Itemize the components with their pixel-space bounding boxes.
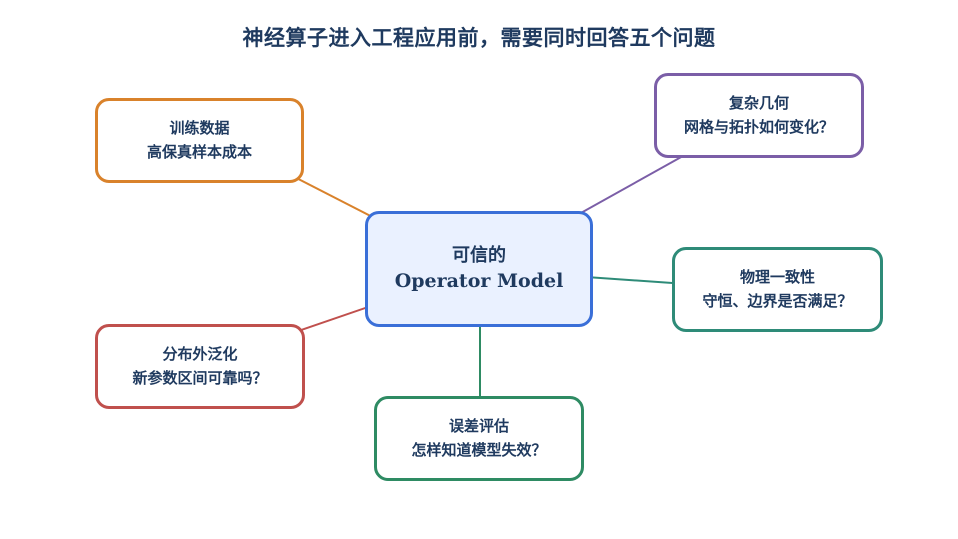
node-complex-geometry: 复杂几何 网格与拓扑如何变化？ (654, 73, 864, 158)
node-training-data: 训练数据 高保真样本成本 (95, 98, 304, 183)
node-complex-geometry-subtitle: 网格与拓扑如何变化？ (683, 117, 834, 136)
node-training-data-subtitle: 高保真样本成本 (146, 142, 252, 161)
node-physical-consistency-subtitle: 守恒、边界是否满足？ (702, 291, 853, 310)
node-physical-consistency-title: 物理一致性 (739, 268, 815, 287)
node-training-data-title: 训练数据 (169, 119, 230, 138)
node-physical-consistency: 物理一致性 守恒、边界是否满足？ (672, 247, 883, 332)
node-error-evaluation-title: 误差评估 (448, 417, 509, 436)
node-ood-generalization-subtitle: 新参数区间可靠吗？ (132, 368, 268, 387)
center-node-title-en: Operator Model (394, 270, 564, 293)
node-ood-generalization: 分布外泛化 新参数区间可靠吗？ (95, 324, 305, 409)
center-node-title-cn: 可信的 (452, 245, 506, 267)
node-ood-generalization-title: 分布外泛化 (162, 345, 238, 364)
center-node-trusted-operator-model: 可信的 Operator Model (365, 211, 593, 327)
diagram-title: 神经算子进入工程应用前，需要同时回答五个问题 (242, 26, 716, 50)
node-complex-geometry-title: 复杂几何 (728, 94, 789, 113)
node-error-evaluation-subtitle: 怎样知道模型失效？ (411, 440, 547, 459)
node-error-evaluation: 误差评估 怎样知道模型失效？ (374, 396, 584, 481)
